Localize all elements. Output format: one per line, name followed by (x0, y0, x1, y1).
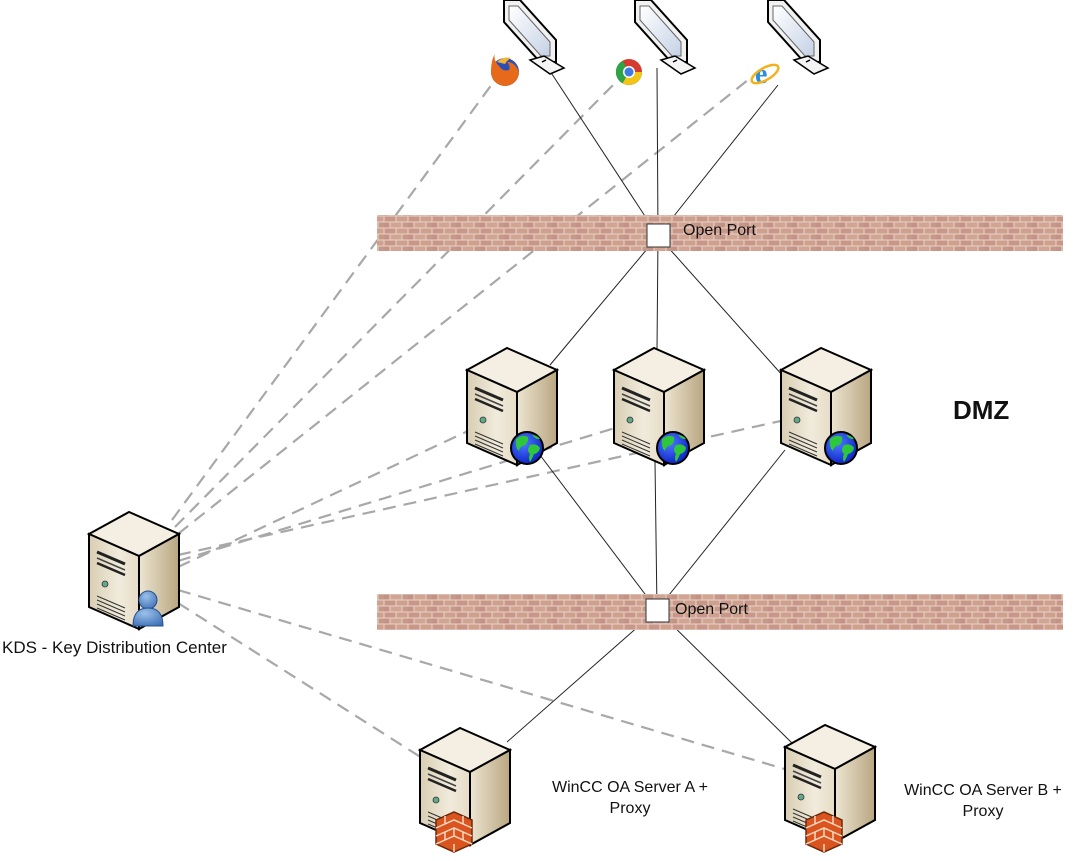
kds-to-client-firefox (171, 79, 496, 521)
outer-firewall-wall (377, 215, 1063, 251)
kds-server[interactable] (87, 510, 181, 631)
firewall-icon (435, 811, 473, 853)
server-b-label-line1: WinCC OA Server B + (904, 782, 1062, 799)
internet-explorer-icon: e (750, 59, 780, 90)
firewall-icon (805, 811, 843, 853)
chrome-icon (615, 59, 643, 86)
client-ie[interactable]: e (749, 0, 829, 90)
inner-open-port[interactable] (645, 598, 670, 623)
kds-to-client-ie (177, 71, 759, 535)
kds-to-server-a (177, 602, 423, 759)
firefox-icon (491, 54, 519, 86)
globe-icon (510, 431, 544, 465)
inner-firewall-wall (377, 594, 1063, 630)
svg-text:e: e (755, 59, 767, 90)
inner-port-label: Open Port (675, 601, 748, 618)
dmz-zone-label: DMZ (953, 395, 1010, 425)
server-b-label: WinCC OA Server B + Proxy (878, 780, 1084, 822)
server-a[interactable] (418, 726, 512, 853)
globe-icon (656, 431, 690, 465)
web-server-1[interactable] (465, 346, 559, 467)
kds-to-web-server-1 (177, 429, 471, 568)
server-b-label-line2: Proxy (962, 803, 1004, 820)
server-a-label-line2: Proxy (609, 800, 651, 817)
kds-to-client-chrome (174, 77, 621, 528)
client-chrome[interactable] (615, 0, 696, 86)
outer-port-label: Open Port (683, 222, 756, 239)
web-server-2[interactable] (612, 346, 706, 467)
server-a-label-line1: WinCC OA Server A + (551, 779, 709, 796)
web-server-3[interactable] (779, 346, 873, 467)
outer-open-port[interactable] (646, 223, 671, 248)
kds-label: KDS - Key Distribution Center (2, 638, 227, 657)
server-a-label: WinCC OA Server A + Proxy (520, 777, 740, 819)
globe-icon (824, 431, 858, 465)
network-connections (506, 67, 794, 745)
kds-to-server-b (177, 588, 789, 772)
server-b[interactable] (783, 723, 877, 853)
client-firefox[interactable] (491, 0, 565, 86)
user-icon (132, 590, 164, 627)
